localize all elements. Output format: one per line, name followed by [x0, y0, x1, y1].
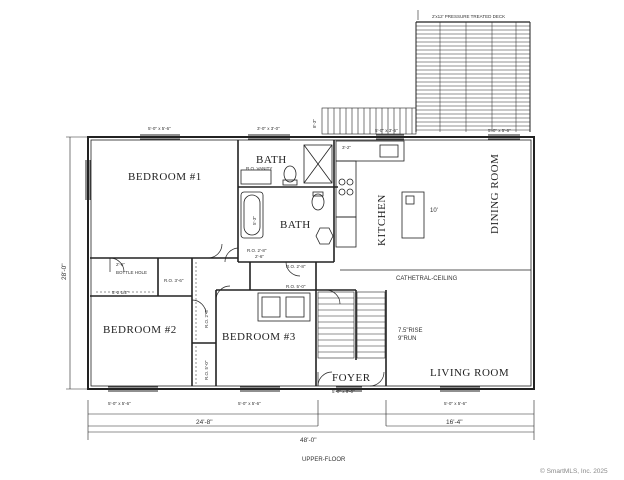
closet-ro-d: R.O. 5'-0" — [286, 284, 306, 289]
deck-note: 2'x12' PRESSURE TREATED DECK — [432, 14, 505, 19]
stair-gap-note: 3'-2" — [342, 145, 351, 150]
window-label-bottom-left: 5'-0" x 5'-6" — [108, 401, 131, 406]
door-ro-1: R.O. 2'-8" — [247, 248, 267, 253]
bath-gap-note: 2'-6" — [255, 254, 264, 259]
bath-fixtures — [240, 144, 334, 245]
kitchen-label: KITCHEN — [376, 194, 388, 246]
closet-ro-b: R.O. 2'-8" — [204, 308, 209, 328]
cathedral-note: CATHETRAL-CEILING — [396, 276, 458, 282]
closet-dim-note: 5'-2 1/2" — [112, 290, 129, 295]
hall-cabinet — [257, 292, 311, 322]
vanity-note: R.O. VANITY — [246, 166, 272, 171]
windows — [85, 134, 520, 392]
deck — [415, 21, 531, 132]
window-label-bottom-mid: 5'-0" x 5'-6" — [238, 401, 261, 406]
stair-run-note: 9"RUN — [398, 336, 416, 342]
dimension-lines — [66, 10, 535, 440]
window-label-top-mid: 3'-0" x 3'-0" — [257, 126, 280, 131]
dining-label: DINING ROOM — [489, 154, 501, 234]
dim-overall-depth: 28'-0" — [61, 263, 68, 280]
exterior-walls — [87, 136, 535, 390]
bottle-hole-dim: 2'-6" — [116, 262, 125, 267]
bottle-hole-note: BOTTLE HOLE — [116, 270, 147, 275]
bedroom3-label: BEDROOM #3 — [222, 331, 296, 343]
dim-left-width: 24'-8" — [196, 419, 213, 426]
closet-lines — [96, 262, 197, 384]
bath-lower-label: BATH — [280, 219, 311, 231]
dim-deck-offset: 8'-3" — [312, 119, 317, 128]
island-note: 10' — [430, 208, 438, 214]
door-swings — [109, 243, 385, 387]
window-label-top-kitchen: 5'-0" x 3'-6" — [375, 128, 398, 133]
copyright-text: © SmartMLS, Inc. 2025 — [540, 467, 608, 475]
deck-stairs — [321, 107, 417, 135]
foyer-window-note: 5'-0" x 6'-0" — [332, 389, 355, 394]
bedroom1-label: BEDROOM #1 — [128, 171, 202, 183]
tub-note: 5'-3" — [252, 216, 257, 225]
window-label-top-left: 5'-0" x 5'-6" — [148, 126, 171, 131]
living-label: LIVING ROOM — [430, 367, 509, 379]
main-stairs — [317, 291, 386, 359]
stair-rise-note: 7.5"RISE — [398, 328, 422, 334]
dim-right-width: 16'-4" — [446, 419, 463, 426]
kitchen-fixtures — [335, 140, 425, 248]
bedroom2-label: BEDROOM #2 — [103, 324, 177, 336]
bath-upper-label: BATH — [256, 154, 287, 166]
window-label-bottom-right: 5'-0" x 5'-6" — [444, 401, 467, 406]
dim-overall-width: 48'-0" — [300, 437, 317, 444]
window-label-top-right: 5'-0" x 5'-6" — [488, 128, 511, 133]
door-ro-2: R.O. 2'-8" — [286, 264, 306, 269]
closet-ro-a: R.O. 3'-6" — [164, 278, 184, 283]
closet-ro-c: R.O. 5'-0" — [204, 360, 209, 380]
plan-title: UPPER-FLOOR — [302, 457, 346, 463]
foyer-label: FOYER — [332, 372, 371, 384]
